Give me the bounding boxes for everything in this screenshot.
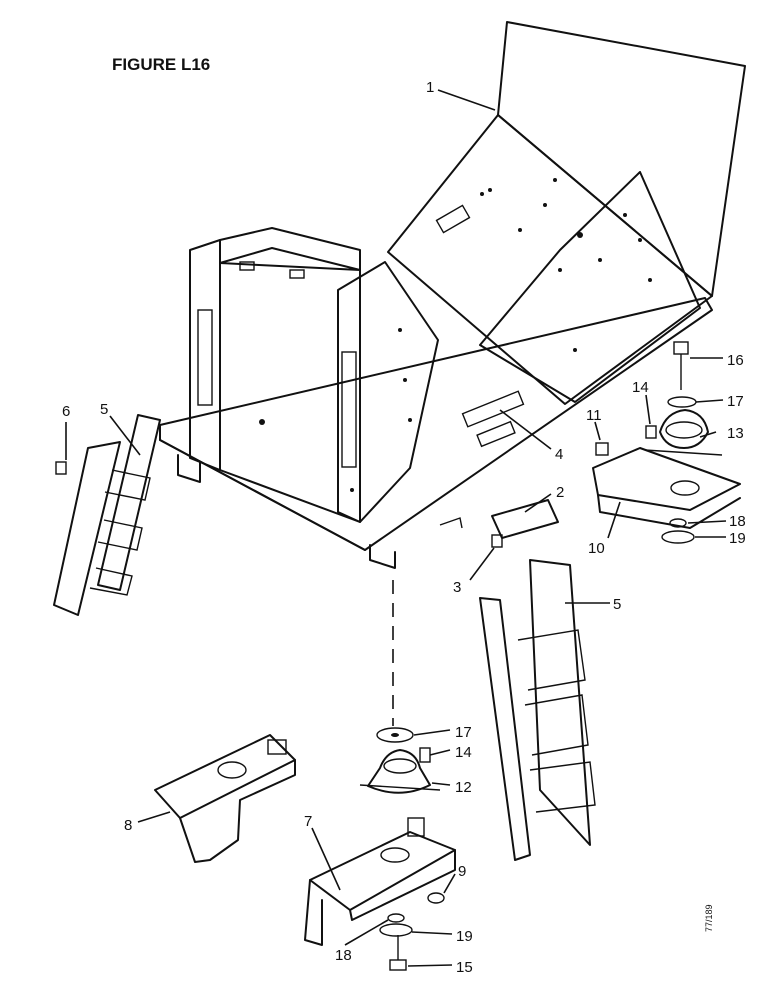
callout-4: 4 [555,446,563,463]
callout-16: 16 [727,352,744,369]
seat-box [189,227,439,523]
callout-5-left: 5 [100,401,108,418]
left-step [53,414,161,616]
callout-1: 1 [426,79,434,96]
reference-number: 77/189 [704,904,714,932]
callout-19-upper: 19 [729,530,746,547]
callout-18-lower: 18 [335,947,352,964]
callout-19-lower: 19 [456,928,473,945]
mount-bracket [592,409,741,529]
hardware [55,341,697,971]
callout-7: 7 [304,813,312,830]
figure-title: FIGURE L16 [112,55,210,74]
main-frame [159,21,746,569]
callout-14-lower: 14 [455,744,472,761]
callout-18-upper: 18 [729,513,746,530]
callout-17-lower: 17 [455,724,472,741]
callout-5-right: 5 [613,596,621,613]
callout-13: 13 [727,425,744,442]
bracket-8 [154,734,296,863]
leader-lines [65,89,727,967]
callouts: 1 2 3 4 5 5 6 7 8 9 10 11 12 13 14 14 15… [62,79,746,976]
lower-mount-12 [359,749,441,794]
callout-15: 15 [456,959,473,976]
callout-2: 2 [556,484,564,501]
callout-9: 9 [458,863,466,880]
callout-6: 6 [62,403,70,420]
callout-3: 3 [453,579,461,596]
right-step [479,559,596,861]
callout-12: 12 [455,779,472,796]
callout-11: 11 [586,407,602,424]
bracket-7 [304,817,456,946]
callout-10: 10 [588,540,605,557]
callout-8: 8 [124,817,132,834]
callout-17-upper: 17 [727,393,744,410]
callout-14-upper: 14 [632,379,649,396]
